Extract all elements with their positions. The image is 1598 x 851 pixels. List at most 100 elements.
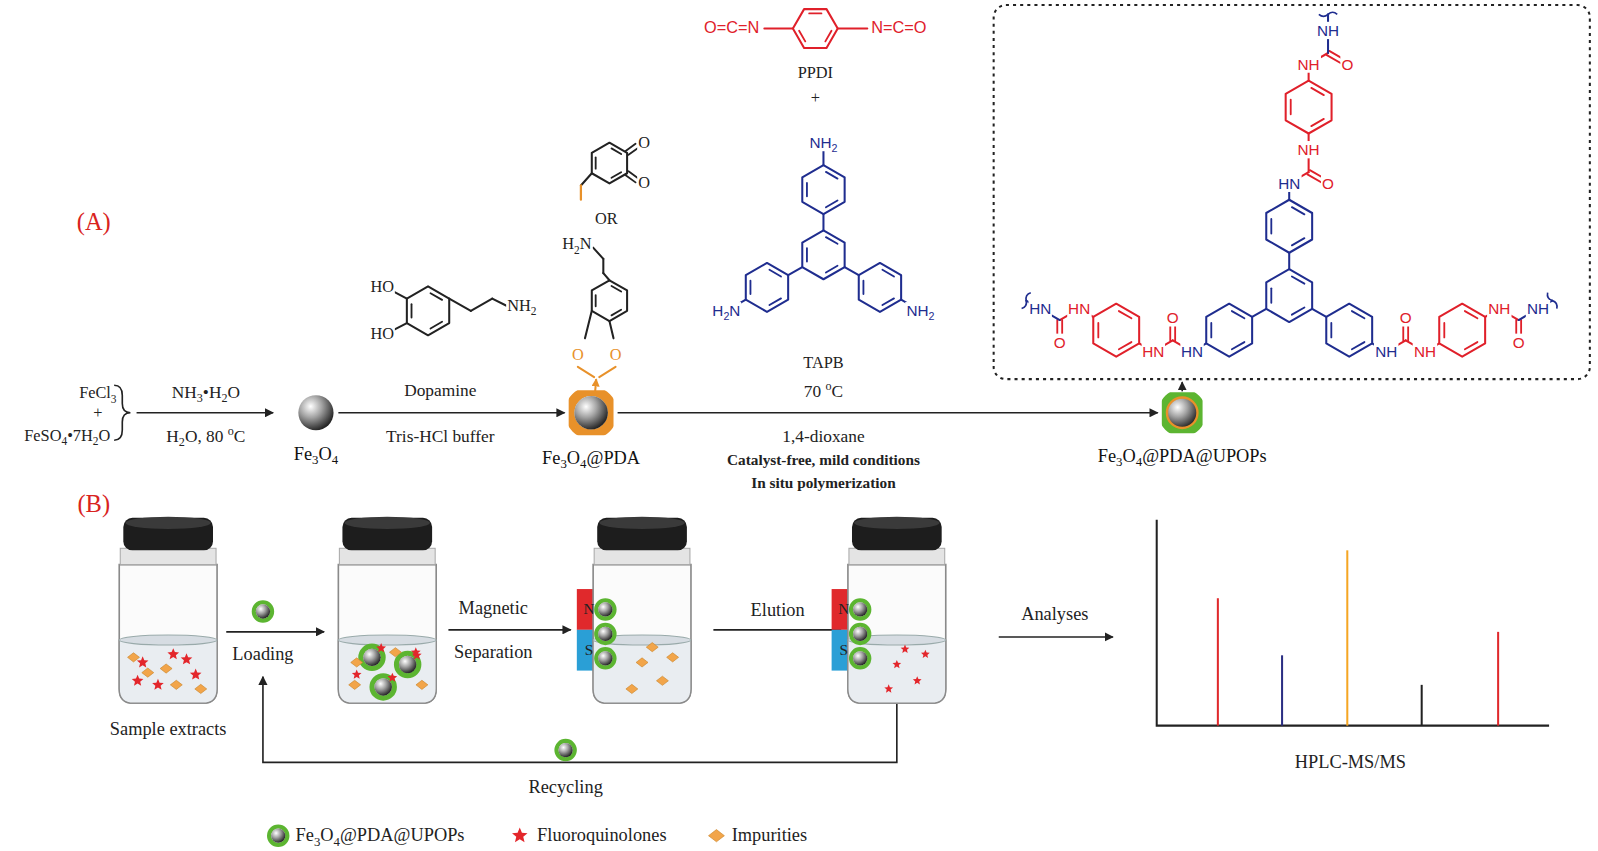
benzene-ring	[802, 165, 844, 214]
benzene-ring	[859, 263, 901, 312]
bond-line	[863, 281, 865, 294]
text-label: Fluoroquinolones	[537, 825, 666, 846]
cap-top	[599, 517, 685, 529]
fluoroquinolone-star	[892, 660, 901, 668]
cap-top	[125, 517, 211, 529]
bond-line	[1119, 311, 1132, 318]
vial-neck	[339, 548, 435, 564]
bond-line	[806, 183, 808, 196]
benzene-ring	[1266, 269, 1312, 322]
bond-line	[1270, 288, 1272, 302]
bond-line	[838, 28, 868, 30]
text-label: (B)	[77, 490, 110, 518]
text-label: NH	[1316, 22, 1340, 40]
shell	[269, 827, 287, 845]
text-label: O	[609, 345, 623, 364]
text-label: HPLC-MS/MS	[1295, 752, 1406, 773]
bond-line	[1270, 219, 1272, 233]
text-label: O	[637, 133, 651, 152]
impurity-diamond	[128, 653, 140, 662]
magnetic-core	[574, 396, 608, 430]
impurity-diamond	[709, 830, 725, 842]
text-label: NH	[1297, 141, 1321, 159]
magnetic-core	[598, 627, 612, 641]
elution-arrow	[713, 629, 840, 631]
text-label: Sample extracts	[110, 719, 227, 740]
bond-line	[626, 144, 636, 151]
bond-line	[1292, 207, 1305, 214]
bond-line	[1292, 238, 1305, 245]
chart-peak	[1421, 685, 1423, 726]
bond-line	[431, 322, 443, 329]
bond-line	[809, 12, 821, 14]
text-label: HN	[1180, 343, 1204, 361]
text-label: NH	[1526, 300, 1550, 318]
bond-line	[750, 281, 752, 294]
bond-line	[1311, 119, 1324, 126]
brace	[114, 385, 130, 440]
text-label: Dopamine	[404, 380, 476, 400]
text-label: NH3•H2O	[172, 382, 240, 402]
bond-line	[1443, 323, 1445, 337]
bond-line	[882, 270, 894, 277]
benzene-ring	[1266, 200, 1312, 253]
bond-line	[449, 299, 471, 311]
text-label: O	[1340, 55, 1354, 73]
bond-line	[578, 367, 594, 377]
text-label: NH	[1374, 343, 1398, 361]
chart-peak	[1497, 632, 1499, 726]
magnetic-core	[598, 651, 612, 665]
text-label: HN	[1141, 343, 1165, 361]
bond-line	[769, 270, 781, 277]
text-label: N	[838, 601, 849, 619]
particle-node: Fe3O4@PDA	[569, 390, 614, 435]
shell	[570, 391, 613, 434]
particle-name: Fe3O4	[294, 443, 338, 464]
liquid-surface	[119, 635, 217, 645]
bond-line	[764, 28, 793, 30]
fluoroquinolone-star	[152, 679, 164, 690]
bond-line	[1465, 311, 1478, 318]
bond-line	[603, 273, 609, 280]
particle-sphere	[1162, 392, 1203, 433]
shell	[596, 600, 614, 618]
text-label: TAPB	[803, 353, 843, 372]
bond-line	[595, 157, 597, 168]
magnetic-core	[853, 627, 867, 641]
magnetic-core	[558, 743, 572, 757]
benzene-ring	[802, 230, 844, 279]
bond-line	[1290, 100, 1292, 114]
text-label: NH2	[905, 302, 935, 320]
vial-liquid	[848, 640, 946, 703]
fluoroquinolone-star	[884, 684, 893, 692]
bond-line	[1252, 309, 1266, 317]
vial-neck	[594, 548, 690, 564]
fluoroquinolone-star	[512, 828, 528, 843]
bond-line	[1097, 323, 1099, 337]
shell	[851, 600, 869, 618]
impurity-diamond	[349, 680, 361, 689]
bond-line	[1311, 88, 1324, 95]
impurity-diamond	[646, 643, 658, 652]
text-label: S	[840, 641, 849, 659]
fluoroquinolone-star	[913, 676, 922, 684]
fluoroquinolone-star	[376, 643, 386, 652]
text-label: H2N	[711, 302, 741, 320]
fluoroquinolone-star	[921, 650, 930, 658]
vial-body	[848, 565, 946, 704]
impurity-diamond	[667, 653, 679, 662]
text-label: H2N	[561, 235, 592, 254]
chart-peak	[1217, 598, 1219, 725]
benzene-ring	[793, 9, 838, 48]
inner-shell	[1167, 397, 1198, 428]
text-label: Fe3O4@PDA@UPOPs	[296, 825, 465, 846]
benzene-ring	[1206, 304, 1252, 357]
wavy-bond	[1319, 12, 1337, 16]
text-label: HO	[369, 325, 395, 344]
magnetic-core	[374, 678, 391, 695]
text-label: Recycling	[528, 776, 602, 797]
bond-line	[1465, 342, 1478, 349]
bond-line	[612, 148, 622, 154]
benzene-ring	[1093, 304, 1139, 357]
text-label: Separation	[454, 642, 532, 663]
